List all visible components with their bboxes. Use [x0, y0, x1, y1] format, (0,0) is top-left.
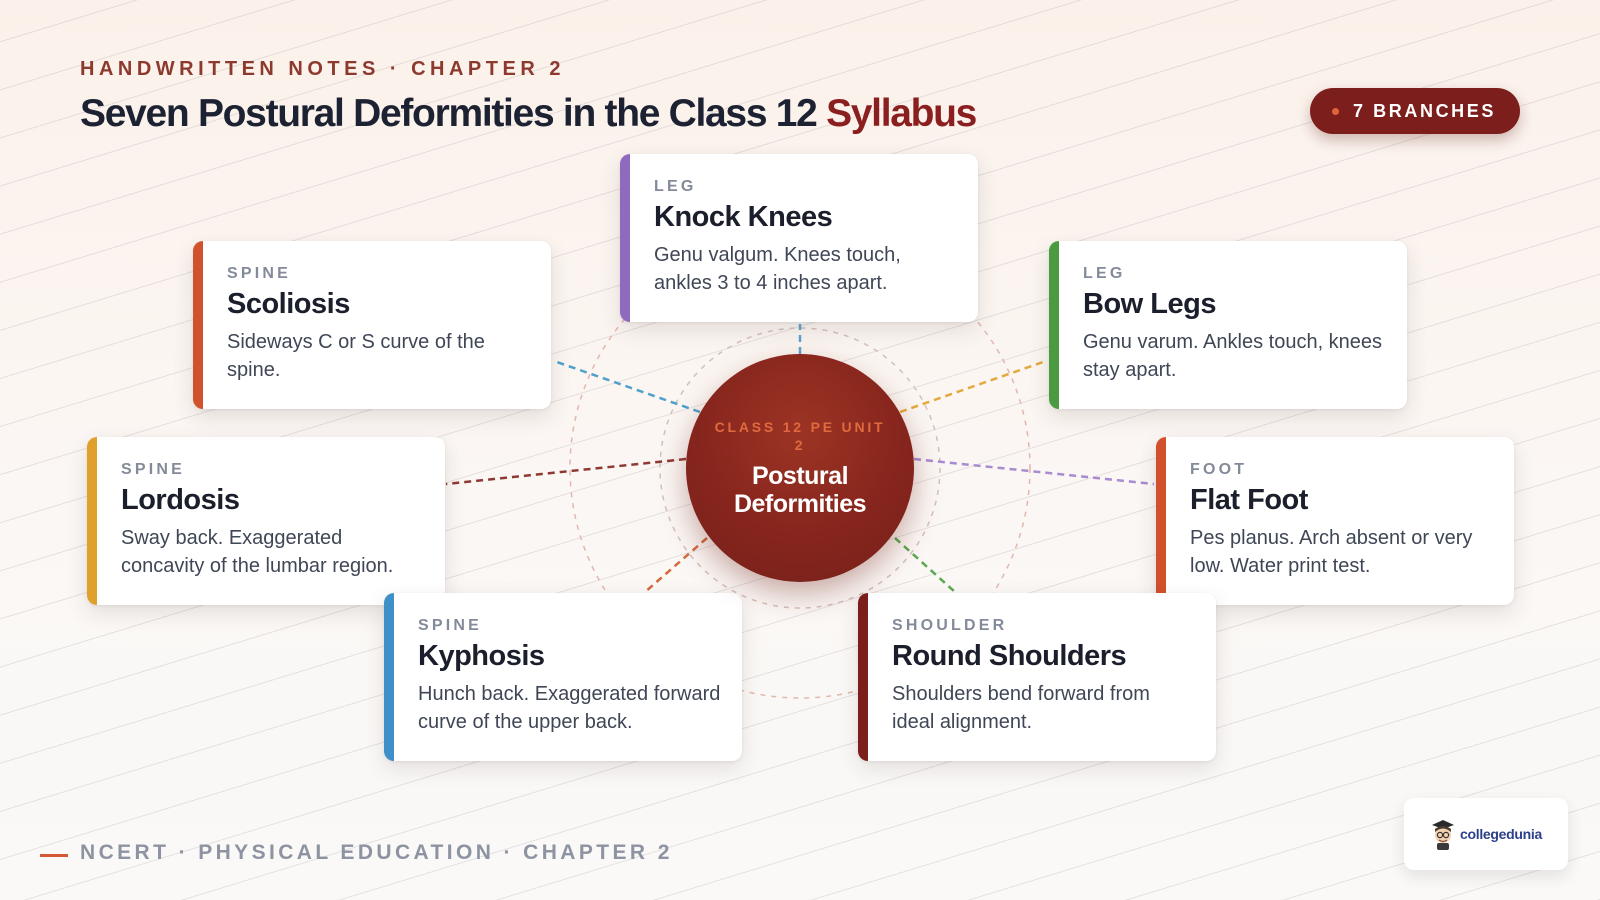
- connector-round-shoulders: [894, 537, 956, 593]
- branch-category: SPINE: [418, 617, 483, 634]
- branch-description: Hunch back. Exaggerated forward curve of…: [418, 683, 721, 733]
- branch-name: Scoliosis: [227, 288, 350, 320]
- branch-category: SPINE: [121, 461, 186, 478]
- branch-name: Kyphosis: [418, 640, 545, 672]
- title-main: Seven Postural Deformities in the Class …: [80, 92, 827, 135]
- branch-category: LEG: [1083, 265, 1126, 282]
- footer-label: NCERT · PHYSICAL EDUCATION · CHAPTER 2: [80, 841, 673, 864]
- mascot-icon: [1432, 820, 1454, 850]
- connector-bow-legs: [899, 359, 1047, 414]
- branch-category: SHOULDER: [892, 617, 1008, 634]
- branch-name: Round Shoulders: [892, 640, 1127, 672]
- connector-lordosis: [445, 457, 687, 486]
- connector-scoliosis: [553, 359, 701, 414]
- branch-description: Sideways C or S curve of the spine.: [227, 331, 485, 381]
- branch-description: Pes planus. Arch absent or very low. Wat…: [1190, 527, 1473, 577]
- orbit-ring-inner: [659, 327, 941, 609]
- footer-accent-line: [40, 854, 68, 857]
- branch-description: Shoulders bend forward from ideal alignm…: [892, 683, 1150, 733]
- central-topic-hub: CLASS 12 PE UNIT 2 Postural Deformities: [686, 354, 914, 582]
- title-accent: Syllabus: [826, 92, 977, 135]
- eyebrow-label: HANDWRITTEN NOTES · CHAPTER 2: [80, 58, 565, 80]
- orbit-ring-outer: [569, 237, 1031, 699]
- branch-name: Knock Knees: [654, 201, 833, 233]
- badge-dot-icon: [1331, 107, 1339, 115]
- branch-category: SPINE: [227, 265, 292, 282]
- branch-category: LEG: [654, 178, 697, 195]
- connector-kyphosis: [644, 537, 708, 593]
- logo-text: collegedunia: [1460, 826, 1542, 842]
- branch-name: Lordosis: [121, 484, 240, 516]
- hub-title: Postural Deformities: [733, 462, 867, 518]
- badge-label: 7 BRANCHES: [1352, 100, 1496, 121]
- connector-flat-foot: [913, 457, 1155, 486]
- branch-count-badge: 7 BRANCHES: [1309, 88, 1520, 134]
- hub-kicker: CLASS 12 PE UNIT 2: [714, 419, 886, 453]
- branch-description: Genu valgum. Knees touch, ankles 3 to 4 …: [654, 244, 901, 294]
- page-title: Seven Postural Deformities in the Class …: [80, 92, 977, 136]
- branch-name: Bow Legs: [1083, 288, 1216, 320]
- brand-logo[interactable]: collegedunia: [1404, 798, 1568, 870]
- branch-description: Sway back. Exaggerated concavity of the …: [121, 527, 394, 577]
- branch-description: Genu varum. Ankles touch, knees stay apa…: [1083, 331, 1383, 381]
- branch-name: Flat Foot: [1190, 484, 1308, 516]
- branch-category: FOOT: [1190, 461, 1248, 478]
